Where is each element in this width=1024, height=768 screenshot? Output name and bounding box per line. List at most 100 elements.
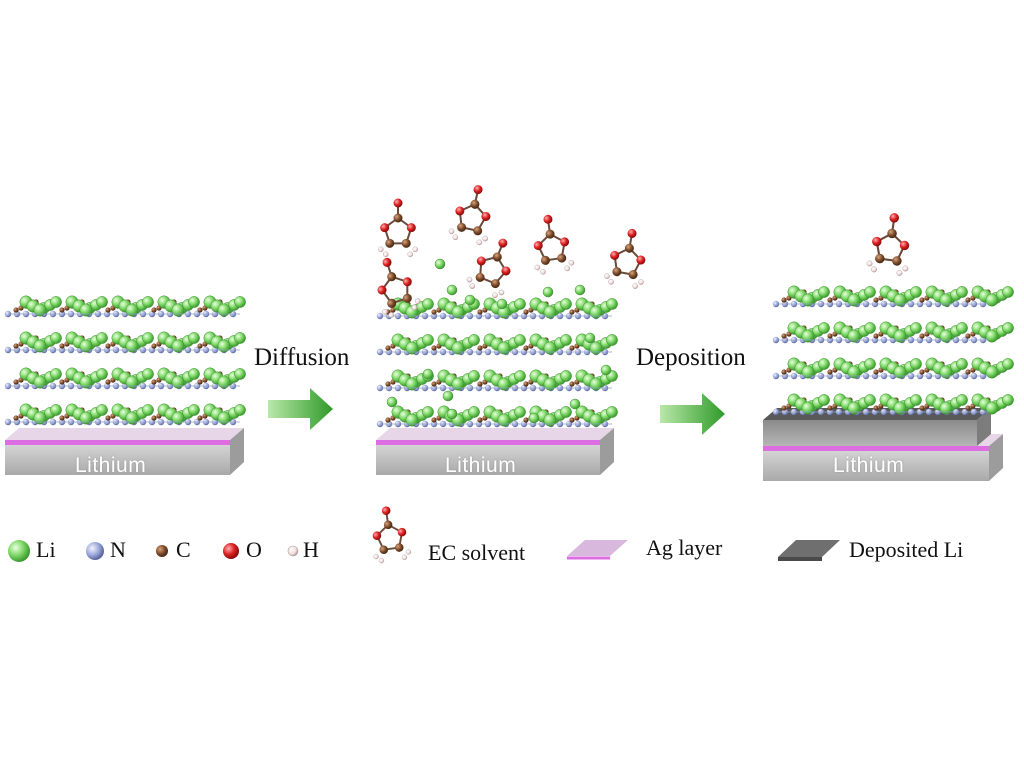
h-atom bbox=[540, 269, 546, 275]
li-atom bbox=[893, 365, 907, 379]
slab-top-face bbox=[376, 428, 614, 440]
deposited-li-side bbox=[977, 408, 991, 446]
li-ion bbox=[574, 284, 586, 296]
li-atom bbox=[96, 368, 108, 380]
lithium-label-left: Lithium bbox=[75, 454, 147, 477]
c-atom bbox=[387, 298, 397, 308]
lithium-slab-front bbox=[5, 445, 230, 475]
li-atom bbox=[801, 293, 815, 307]
legend-n-atom bbox=[86, 542, 104, 560]
o-atom bbox=[406, 223, 416, 233]
li-atom bbox=[497, 341, 511, 355]
lithium-slab-front bbox=[376, 445, 600, 475]
li-atom bbox=[985, 365, 999, 379]
legend-c-atom bbox=[156, 545, 168, 557]
o-atom bbox=[627, 228, 637, 238]
li-atom bbox=[514, 406, 526, 418]
li-atom bbox=[893, 401, 907, 415]
c-atom bbox=[557, 253, 567, 263]
li-atom bbox=[497, 377, 511, 391]
li-atom bbox=[985, 329, 999, 343]
li-atom bbox=[514, 298, 526, 310]
h-atom bbox=[896, 270, 903, 276]
diffusion-label: Diffusion bbox=[254, 344, 350, 371]
c-atom bbox=[197, 307, 203, 313]
li-atom bbox=[864, 394, 876, 406]
panel-deposition bbox=[763, 213, 1014, 481]
ag-layer bbox=[763, 446, 989, 451]
h-atom bbox=[632, 283, 638, 289]
li-ion bbox=[446, 284, 458, 296]
li-atom bbox=[79, 411, 93, 425]
c-atom bbox=[394, 543, 404, 552]
ec-molecule bbox=[866, 213, 910, 276]
c-atom bbox=[385, 381, 391, 387]
h-atom bbox=[382, 251, 389, 258]
c-atom bbox=[151, 415, 157, 421]
li-atom bbox=[589, 305, 603, 319]
li-atom bbox=[514, 334, 526, 346]
c-atom bbox=[781, 369, 787, 375]
li-atom bbox=[985, 401, 999, 415]
li-atom bbox=[497, 413, 511, 427]
li-atom bbox=[188, 296, 200, 308]
li-atom bbox=[939, 329, 953, 343]
h-atom bbox=[482, 235, 489, 242]
li-atom bbox=[171, 303, 185, 317]
li-atom bbox=[560, 298, 572, 310]
li-atom bbox=[847, 365, 861, 379]
li-atom bbox=[234, 404, 246, 416]
h-atom bbox=[388, 312, 395, 318]
h-atom bbox=[604, 273, 610, 279]
c-atom bbox=[919, 297, 925, 303]
li-atom bbox=[125, 339, 139, 353]
li-atom bbox=[125, 411, 139, 425]
panel-initial bbox=[4, 295, 246, 475]
o-atom bbox=[476, 256, 486, 266]
c-atom bbox=[965, 333, 971, 339]
li-atom bbox=[910, 358, 922, 370]
li-atom bbox=[142, 332, 154, 344]
c-atom bbox=[569, 381, 575, 387]
li-atom bbox=[96, 404, 108, 416]
ec-molecule bbox=[466, 238, 511, 299]
ag-layer bbox=[376, 440, 600, 445]
c-atom bbox=[875, 253, 885, 264]
h-atom bbox=[405, 549, 412, 555]
li-atom bbox=[893, 329, 907, 343]
c-atom bbox=[523, 417, 529, 423]
h-atom bbox=[871, 266, 877, 273]
panel-diffusion bbox=[376, 185, 646, 475]
o-atom bbox=[381, 506, 391, 515]
c-atom bbox=[105, 415, 111, 421]
li-atom bbox=[956, 322, 968, 334]
o-atom bbox=[889, 213, 899, 223]
li-atom bbox=[589, 377, 603, 391]
c-atom bbox=[523, 345, 529, 351]
c-atom bbox=[477, 309, 483, 315]
c-atom bbox=[470, 199, 480, 209]
c-atom bbox=[965, 369, 971, 375]
li-ion bbox=[464, 294, 476, 306]
li-atom bbox=[217, 411, 231, 425]
li-atom bbox=[422, 298, 434, 310]
c-atom bbox=[477, 345, 483, 351]
li-atom bbox=[514, 370, 526, 382]
li-atom bbox=[142, 368, 154, 380]
li-ion bbox=[422, 368, 434, 380]
h-atom bbox=[401, 554, 408, 561]
li-atom bbox=[234, 368, 246, 380]
li-atom bbox=[125, 303, 139, 317]
h-atom bbox=[378, 557, 385, 564]
li-atom bbox=[50, 368, 62, 380]
h-atom bbox=[638, 279, 644, 285]
o-atom bbox=[382, 257, 392, 267]
li-atom bbox=[405, 341, 419, 355]
legend-ag-layer-swatch bbox=[567, 540, 628, 560]
h-atom bbox=[414, 298, 421, 304]
c-atom bbox=[59, 379, 65, 385]
c-atom bbox=[473, 226, 483, 236]
li-atom bbox=[405, 377, 419, 391]
c-atom bbox=[827, 405, 833, 411]
